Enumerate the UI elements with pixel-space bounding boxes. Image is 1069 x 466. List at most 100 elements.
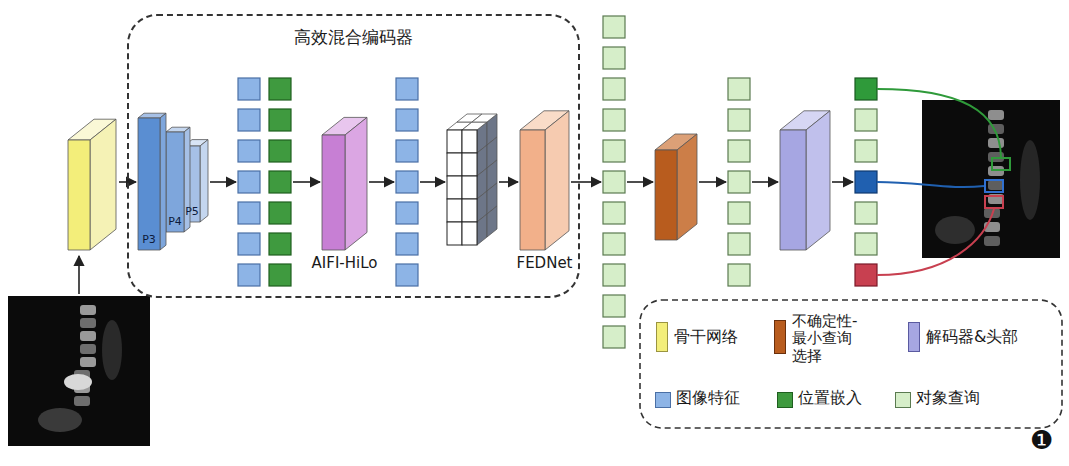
grid-side-cell [477,214,487,245]
feature-level-block: P5 [184,146,200,222]
token-square [396,202,418,224]
token-square [238,78,260,100]
vertebra [80,331,96,341]
legend-text: 位置嵌入 [798,389,862,407]
token-square [238,140,260,162]
vertebra [80,344,96,354]
token-square [269,202,291,224]
legend-swatch [656,322,668,352]
callout-number: ❶ [1030,426,1053,455]
vertebra [988,110,1004,120]
token-square [238,109,260,131]
vertebra [80,357,96,367]
result-curve [877,89,1001,157]
token-square [728,171,750,193]
token-square [396,109,418,131]
grid-front-cell [447,222,462,245]
token-square [603,140,625,162]
token-square [238,171,260,193]
image-ground [8,296,150,446]
result-curve [877,182,984,187]
feature-grid-cube [447,114,497,245]
vertebra [74,396,90,406]
encoder-region: 高效混合编码器P3P4P5AIFI-HiLoFEDNet [127,14,580,298]
prediction-column [855,78,877,286]
token-square [603,295,625,317]
prism-front [138,118,160,250]
grid-front-cell [447,199,462,222]
token-square [238,202,260,224]
level-label: P5 [185,206,199,219]
token-square [269,78,291,100]
feature-level-block: P3 [138,118,160,250]
legend-text: 解码器&头部 [926,328,1018,346]
tissue [1020,140,1040,220]
prism-side [200,140,208,222]
prism-side [806,111,830,250]
legend-swatch [895,392,911,408]
token-square [269,264,291,286]
flow-arrow [752,181,778,183]
vertebra [80,318,96,328]
grid-top-cell [472,114,497,122]
token-square [855,109,877,131]
level-label: P4 [168,216,182,229]
feature-level-block: P4 [166,132,184,232]
prism-side [677,134,697,240]
token-square [728,78,750,100]
token-square [603,171,625,193]
detection-box [985,196,1003,208]
legend-frame [640,300,1062,428]
token-square [855,233,877,255]
token-square [396,171,418,193]
module-label: AIFI-HiLo [312,255,378,272]
vertebra [984,236,1000,246]
result-curve [877,209,994,275]
tissue [102,320,122,380]
tissue [38,408,82,432]
legend-swatch [777,392,793,408]
legend-swatch [908,322,920,352]
token-square [603,264,625,286]
image-feature-column [238,78,260,286]
grid-front-cell [462,199,477,222]
legend-text: 不确定性-最小查询选择 [792,313,858,365]
token-square [728,140,750,162]
p3-block [138,113,166,250]
fednet-module: FEDNet [520,130,569,250]
prism-front [322,135,345,250]
legend-text: 骨干网络 [674,328,738,346]
token-square [396,78,418,100]
lesion [64,374,92,390]
token-square [603,109,625,131]
token-square [396,140,418,162]
backbone-block [68,119,116,250]
grid-front-cell [462,153,477,176]
token-square [603,16,625,38]
detection-box [992,158,1010,170]
token-square [238,233,260,255]
flow-arrow [627,181,653,183]
token-square [603,233,625,255]
grid-front-cell [462,176,477,199]
token-square [728,202,750,224]
token-square [728,233,750,255]
level-label: P3 [142,234,156,247]
prism-front [520,130,545,250]
flow-arrow [420,181,445,183]
token-square [855,264,877,286]
token-square [238,264,260,286]
grid-top-cell [462,122,487,130]
token-square [728,264,750,286]
prism-front [655,150,677,240]
query-selection-block [655,134,697,240]
token-square [603,202,625,224]
grid-front-cell [462,222,477,245]
aifi-module: AIFI-HiLo [322,135,367,250]
grid-side-cell [487,206,497,237]
vertebra [988,138,1004,148]
legend-swatch [774,320,786,354]
flow-arrow [293,181,320,183]
token-square [603,47,625,69]
